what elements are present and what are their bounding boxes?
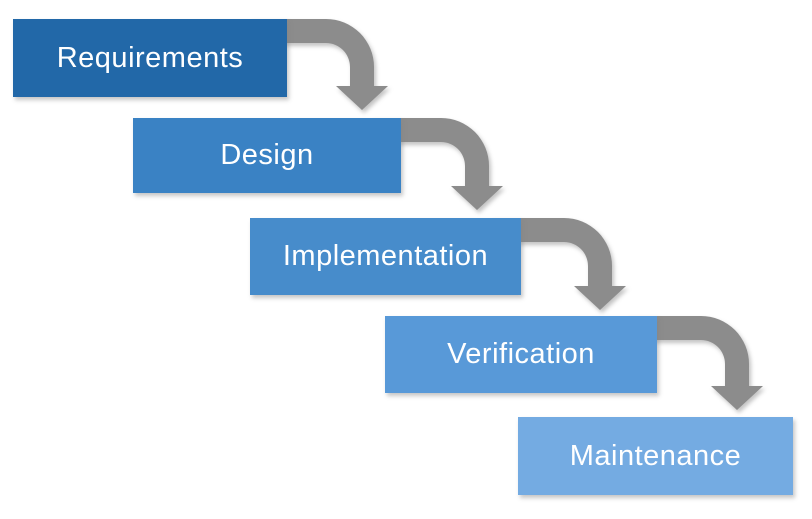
stage-implementation: Implementation xyxy=(250,218,521,295)
stage-verification: Verification xyxy=(385,316,657,393)
stage-requirements: Requirements xyxy=(13,19,287,97)
stage-implementation-label: Implementation xyxy=(282,240,489,272)
stage-design-label: Design xyxy=(220,139,314,171)
stage-requirements-label: Requirements xyxy=(56,41,244,74)
stage-design: Design xyxy=(133,118,401,193)
stage-verification-label: Verification xyxy=(447,338,595,370)
arrow-implementation-to-verification xyxy=(491,218,626,310)
stage-maintenance-label: Maintenance xyxy=(569,439,742,472)
arrow-design-to-implementation xyxy=(371,118,503,210)
arrow-verification-to-maintenance xyxy=(627,316,763,410)
stage-maintenance: Maintenance xyxy=(518,417,793,495)
